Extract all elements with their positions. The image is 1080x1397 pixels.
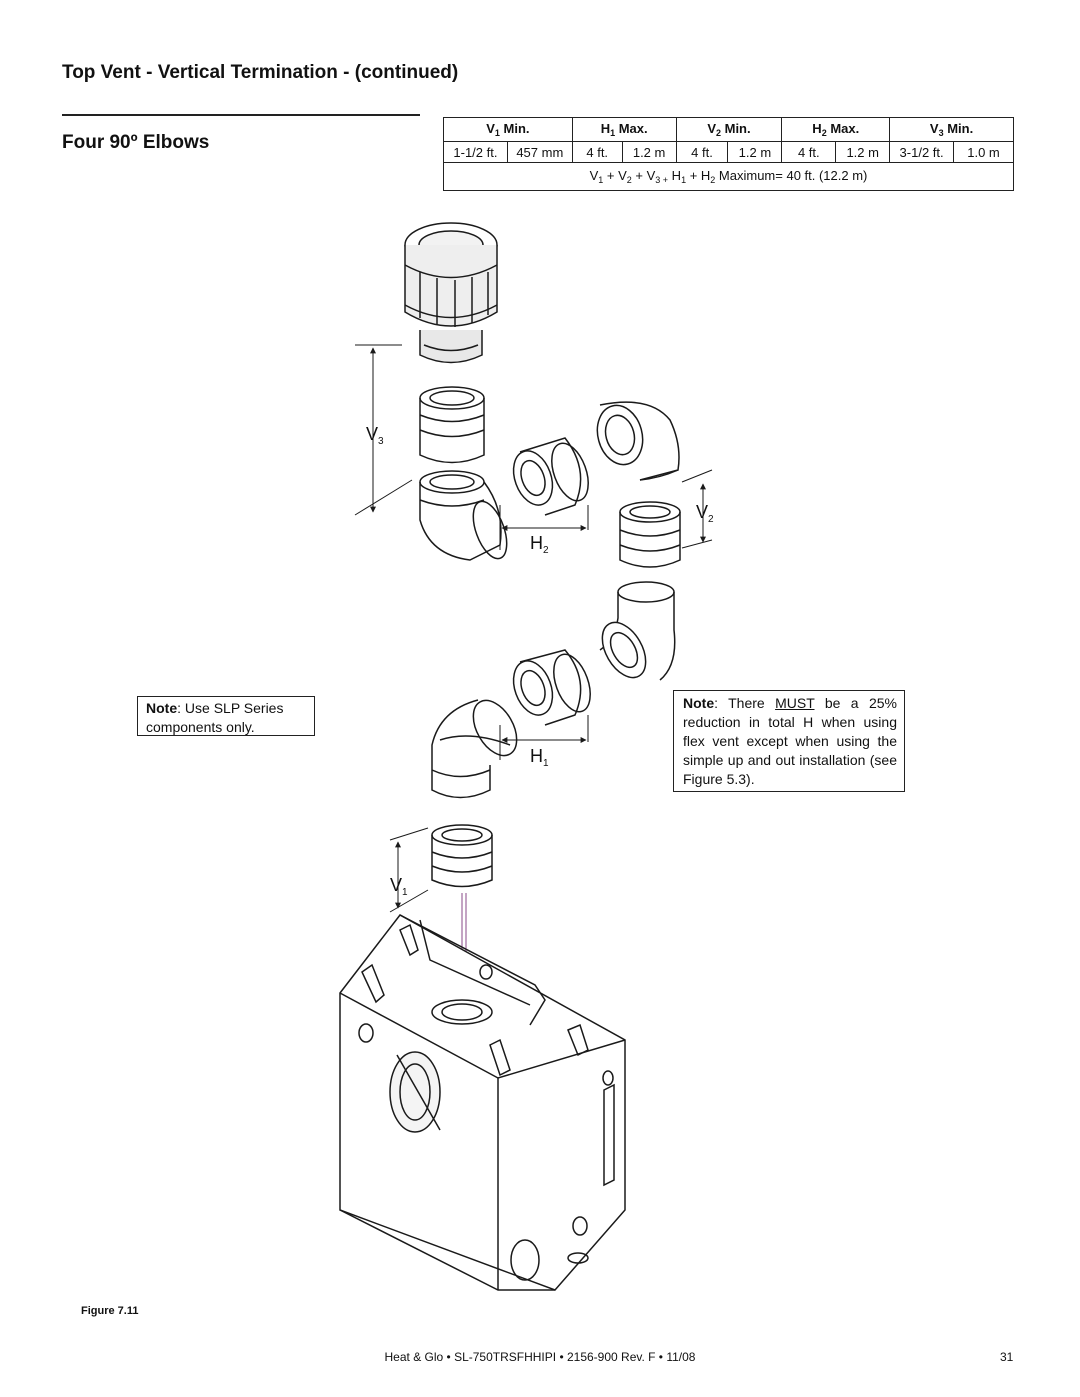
fireplace-unit: [339, 914, 626, 1291]
table-cell: 4 ft.: [781, 141, 837, 163]
page-number: 31: [1000, 1350, 1014, 1364]
vent-coupler-h2: [512, 437, 589, 516]
vent-elbow-bottom: [431, 699, 518, 799]
total-maximum-cell: V1 + V2 + V3 + H1 + H2 Maximum= 40 ft. (…: [443, 162, 1014, 191]
table-cell: 1.2 m: [835, 141, 891, 163]
spec-total-row: V1 + V2 + V3 + H1 + H2 Maximum= 40 ft. (…: [443, 162, 1014, 191]
vent-pipe-v3: [419, 386, 485, 464]
header-v3-min: V3 Min.: [889, 117, 1014, 142]
table-cell: 1.0 m: [953, 141, 1014, 163]
vent-spec-table: V1 Min. H1 Max. V2 Min. H2 Max. V3 Min. …: [443, 117, 1014, 191]
vent-elbow-top-left: [419, 470, 508, 561]
dimension-label-h1: H1: [530, 746, 549, 769]
termination-cap: [404, 222, 498, 364]
dimension-label-v2: V2: [696, 502, 714, 525]
dimension-label-v3: V3: [366, 424, 384, 447]
section-title: Four 90º Elbows: [62, 132, 210, 153]
vent-elbow-top-right: [596, 401, 680, 481]
table-cell: 3-1/2 ft.: [889, 141, 955, 163]
dimension-label-v1: V1: [390, 875, 408, 898]
dimension-lines: [354, 344, 713, 913]
vent-pipe-v1: [431, 824, 493, 1000]
vent-pipe-v2: [619, 501, 681, 568]
heading-divider: [62, 114, 420, 116]
note-slp-components: Note: Use SLP Series components only.: [137, 696, 315, 736]
vent-coupler-h1: [512, 649, 591, 726]
page-title: Top Vent - Vertical Termination - (conti…: [62, 62, 459, 83]
table-cell: 457 mm: [506, 141, 573, 163]
figure-caption: Figure 7.11: [81, 1305, 139, 1317]
dimension-label-h2: H2: [530, 533, 549, 556]
page-footer: Heat & Glo • SL-750TRSFHHIPI • 2156-900 …: [384, 1350, 696, 1364]
note-flex-vent-reduction: Note: There MUST be a 25% reduction in t…: [673, 690, 905, 792]
vent-elbow-middle: [599, 581, 676, 681]
table-cell: 1.2 m: [621, 141, 677, 163]
